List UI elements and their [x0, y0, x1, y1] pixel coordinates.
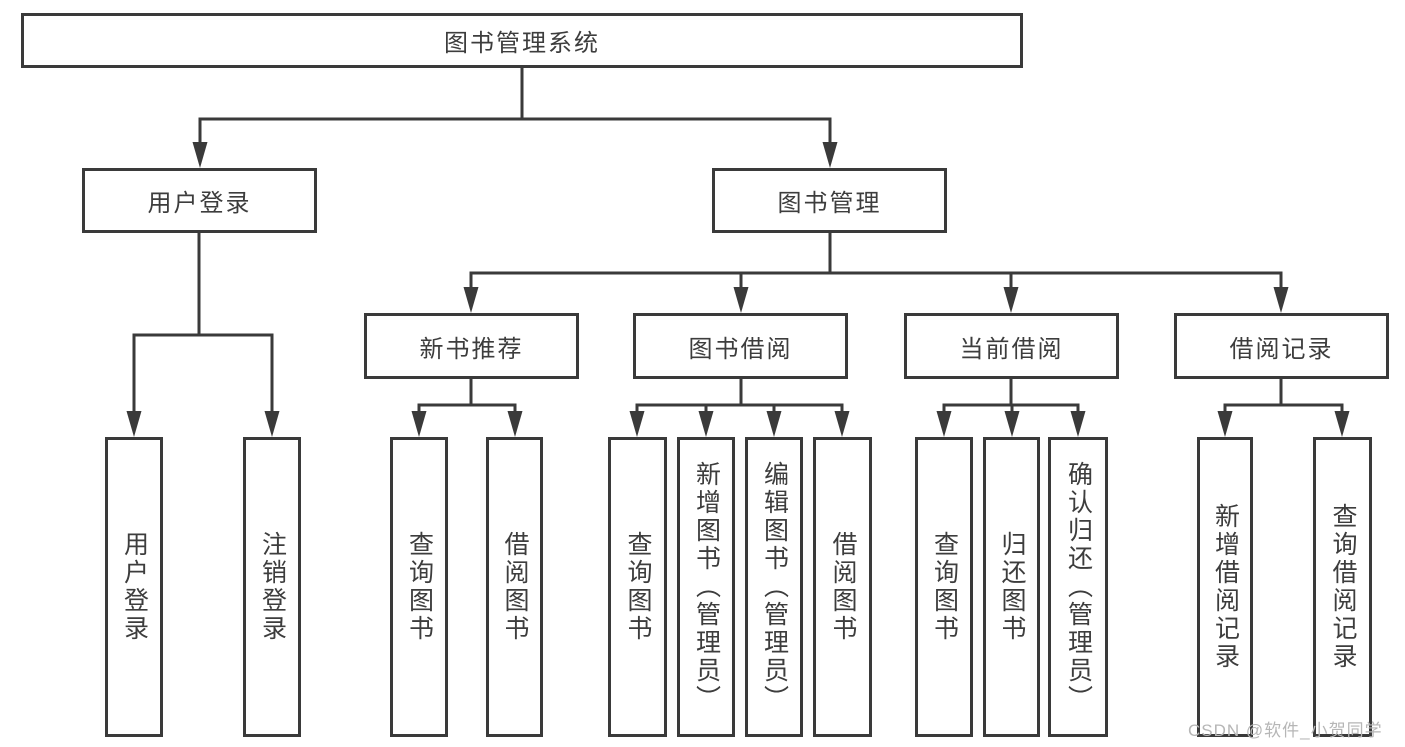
- node-label: 查询图书: [405, 531, 434, 643]
- leaf-borrow-books-recommend: 借阅图书: [486, 437, 543, 737]
- node-label: 图书借阅: [688, 335, 793, 363]
- node-label: 用户登录: [147, 190, 252, 217]
- leaf-return-books: 归还图书: [983, 437, 1040, 737]
- node-label: 查询借阅记录: [1329, 503, 1357, 671]
- leaf-add-borrow-record: 新增借阅记录: [1197, 437, 1253, 737]
- node-label: 当前借阅: [959, 335, 1064, 363]
- node-label: 编辑图书（管理员）: [760, 461, 789, 713]
- leaf-add-books-admin: 新增图书（管理员）: [677, 437, 735, 737]
- node-label: 查询图书: [624, 531, 652, 643]
- node-label: 注销登录: [258, 531, 287, 643]
- node-book-borrow: 图书借阅: [633, 313, 848, 379]
- node-label: 确认归还（管理员）: [1064, 461, 1093, 713]
- leaf-query-books-recommend: 查询图书: [390, 437, 448, 737]
- arrowheads: [126, 142, 1350, 437]
- leaf-query-books-borrow: 查询图书: [608, 437, 667, 737]
- node-label: 新增借阅记录: [1211, 503, 1240, 671]
- node-label: 借阅图书: [829, 531, 857, 643]
- node-label: 用户登录: [120, 531, 149, 643]
- node-label: 新增图书（管理员）: [692, 461, 721, 713]
- leaf-user-login: 用户登录: [105, 437, 163, 737]
- leaf-query-books-current: 查询图书: [915, 437, 973, 737]
- leaf-borrow-books: 借阅图书: [813, 437, 872, 737]
- node-label: 图书管理系统: [444, 30, 600, 57]
- leaf-logout: 注销登录: [243, 437, 301, 737]
- node-label: 借阅图书: [501, 531, 529, 643]
- leaf-edit-books-admin: 编辑图书（管理员）: [745, 437, 803, 737]
- node-book-management: 图书管理: [712, 168, 947, 233]
- node-user-login-branch: 用户登录: [82, 168, 317, 233]
- node-current-borrow: 当前借阅: [904, 313, 1119, 379]
- node-label: 图书管理: [777, 190, 882, 217]
- node-label: 借阅记录: [1229, 335, 1334, 363]
- node-borrow-records: 借阅记录: [1174, 313, 1389, 379]
- node-label: 新书推荐: [419, 335, 524, 363]
- leaf-query-borrow-record: 查询借阅记录: [1313, 437, 1372, 737]
- node-new-book-recommend: 新书推荐: [364, 313, 579, 379]
- leaf-confirm-return-admin: 确认归还（管理员）: [1048, 437, 1108, 737]
- csdn-watermark: CSDN @软件_小贺同学: [1188, 721, 1383, 740]
- node-label: 归还图书: [998, 531, 1026, 643]
- node-library-management-system: 图书管理系统: [21, 13, 1023, 68]
- node-label: 查询图书: [930, 531, 959, 643]
